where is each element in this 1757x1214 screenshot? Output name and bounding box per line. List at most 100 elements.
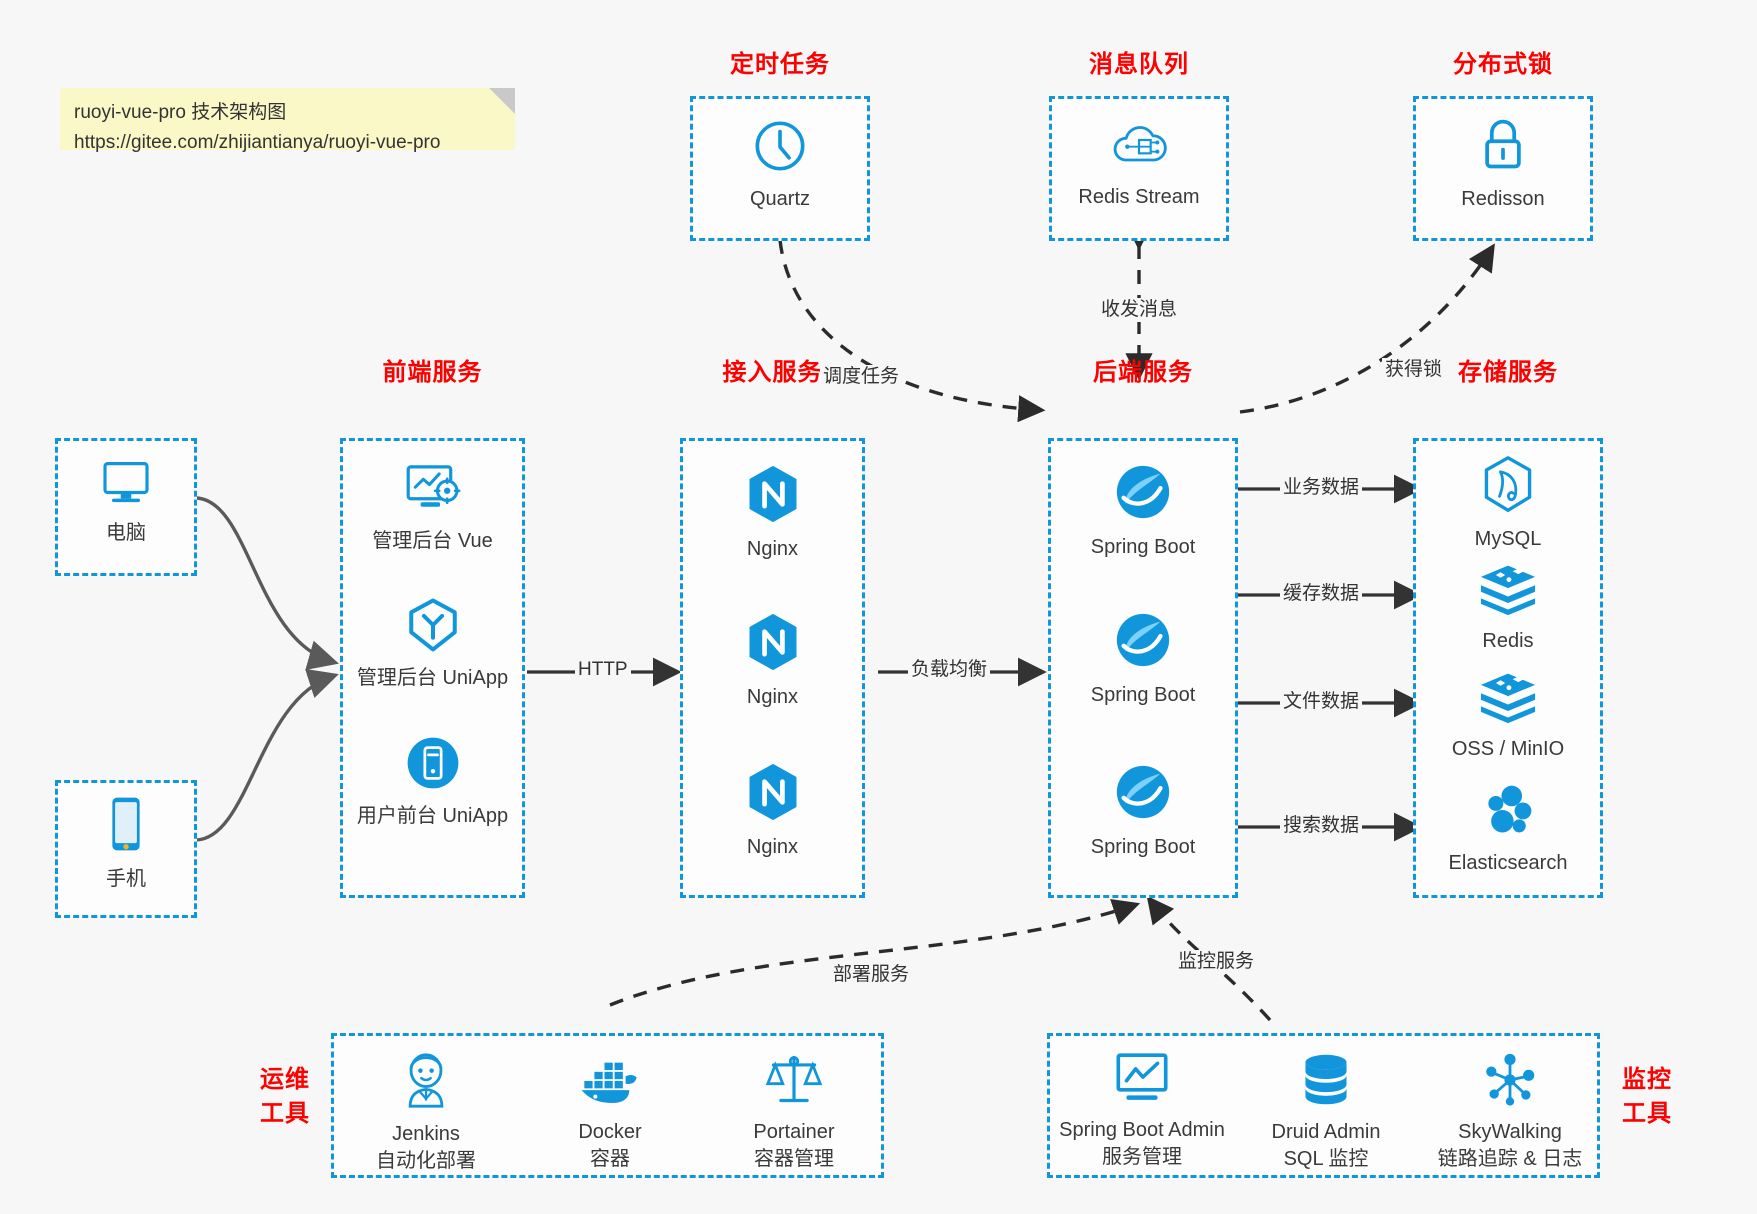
node-label: Portainer (753, 1121, 835, 1143)
node-nginx-2[interactable]: Nginx (683, 611, 862, 711)
node-quartz[interactable]: Quartz (693, 117, 867, 213)
node-label: Quartz (749, 188, 811, 210)
note-line-title: ruoyi-vue-pro 技术架构图 (74, 102, 287, 123)
group-box-frontend[interactable]: 管理后台 Vue 管理后台 UniApp 用户前台 UniApp (340, 438, 525, 898)
admin-dashboard-icon (402, 461, 464, 522)
node-desktop[interactable]: 电脑 (58, 455, 194, 547)
node-label: Redis Stream (1078, 186, 1200, 208)
spring-boot-icon (1112, 761, 1174, 828)
edge-label-http: HTTP (575, 658, 631, 682)
oss-minio-icon (1477, 669, 1539, 730)
group-box-gateway[interactable]: Nginx Nginx Nginx (680, 438, 865, 898)
mobile-icon (106, 793, 146, 860)
node-portainer[interactable]: Portainer 容器管理 (702, 1050, 886, 1173)
redis-icon (1477, 561, 1539, 622)
cloud-stream-icon (1109, 117, 1169, 178)
node-nginx-3[interactable]: Nginx (683, 761, 862, 861)
node-label: 管理后台 UniApp (356, 667, 509, 689)
edge-label-search-data: 搜索数据 (1280, 814, 1363, 838)
node-sublabel: 自动化部署 (376, 1150, 476, 1172)
node-spring-boot-2[interactable]: Spring Boot (1051, 609, 1235, 709)
node-mobile[interactable]: 手机 (58, 793, 194, 893)
desktop-icon (98, 455, 154, 514)
node-label: Spring Boot (1090, 536, 1196, 558)
node-elasticsearch[interactable]: Elasticsearch (1416, 781, 1600, 877)
uniapp-shield-icon (404, 596, 462, 659)
group-title-frontend: 前端服务 (382, 359, 483, 386)
mobile-circle-icon (404, 734, 462, 797)
node-label: OSS / MinIO (1451, 738, 1565, 760)
group-box-lock[interactable]: Redisson (1413, 96, 1593, 241)
spring-boot-icon (1112, 609, 1174, 676)
note-fold-corner (489, 88, 515, 114)
monitor-chart-icon (1111, 1050, 1173, 1111)
group-title-backend: 后端服务 (1093, 359, 1193, 386)
group-title-mq: 消息队列 (1089, 51, 1189, 78)
node-label: Spring Boot (1090, 836, 1196, 858)
node-docker[interactable]: Docker 容器 (518, 1054, 702, 1173)
clock-icon (751, 117, 809, 180)
note-callout: ruoyi-vue-pro 技术架构图 https://gitee.com/zh… (60, 88, 515, 153)
node-admin-uniapp[interactable]: 管理后台 UniApp (343, 596, 522, 692)
edge-label-monitor-service: 监控服务 (1175, 950, 1258, 974)
node-druid-admin[interactable]: Druid Admin SQL 监控 (1234, 1052, 1418, 1173)
group-title-monitor-line1: 监控 (1622, 1066, 1672, 1093)
node-sublabel: 容器 (590, 1148, 630, 1170)
node-spring-boot-admin[interactable]: Spring Boot Admin 服务管理 (1050, 1050, 1234, 1171)
node-label: Druid Admin (1271, 1121, 1381, 1143)
node-label: Spring Boot Admin (1059, 1119, 1225, 1141)
node-nginx-1[interactable]: Nginx (683, 463, 862, 563)
node-label: Jenkins (392, 1123, 460, 1145)
group-box-device-mobile[interactable]: 手机 (55, 780, 197, 918)
node-label: Nginx (746, 836, 799, 858)
node-label: Spring Boot (1090, 684, 1196, 706)
node-spring-boot-3[interactable]: Spring Boot (1051, 761, 1235, 861)
group-box-device-desktop[interactable]: 电脑 (55, 438, 197, 576)
node-redis-stream[interactable]: Redis Stream (1052, 117, 1226, 211)
edge-label-cache-data: 缓存数据 (1280, 582, 1363, 606)
node-skywalking[interactable]: SkyWalking 链路追踪 & 日志 (1418, 1052, 1602, 1173)
group-box-devops[interactable]: Jenkins 自动化部署 Docker (331, 1033, 884, 1178)
node-oss-minio[interactable]: OSS / MinIO (1416, 669, 1600, 763)
group-box-monitor[interactable]: Spring Boot Admin 服务管理 Druid Admin SQL 监… (1047, 1033, 1600, 1178)
node-label: Redis (1482, 630, 1534, 652)
node-label: 管理后台 Vue (372, 530, 493, 552)
node-redis[interactable]: Redis (1416, 561, 1600, 655)
node-user-uniapp[interactable]: 用户前台 UniApp (343, 734, 522, 830)
node-label: Nginx (746, 686, 799, 708)
group-box-backend[interactable]: Spring Boot Spring Boot Spring Boot (1048, 438, 1238, 898)
node-sublabel: 服务管理 (1102, 1146, 1182, 1168)
node-jenkins[interactable]: Jenkins 自动化部署 (334, 1050, 518, 1175)
node-admin-vue[interactable]: 管理后台 Vue (343, 461, 522, 555)
group-box-mq[interactable]: Redis Stream (1049, 96, 1229, 241)
node-label: 电脑 (106, 522, 146, 544)
nginx-icon (743, 611, 803, 678)
docker-icon (577, 1054, 643, 1113)
group-box-scheduler[interactable]: Quartz (690, 96, 870, 241)
elasticsearch-icon (1479, 781, 1537, 844)
edge-label-acquire-lock: 获得锁 (1382, 358, 1446, 382)
jenkins-icon (397, 1050, 455, 1115)
node-label: SkyWalking (1458, 1121, 1562, 1143)
edge-label-business-data: 业务数据 (1280, 476, 1363, 500)
spring-boot-icon (1112, 461, 1174, 528)
node-label: 手机 (106, 868, 146, 890)
node-label: Redisson (1461, 188, 1545, 210)
lock-icon (1475, 115, 1531, 180)
group-title-scheduler: 定时任务 (730, 51, 830, 78)
group-box-storage[interactable]: MySQL Redis (1413, 438, 1603, 898)
node-label: Nginx (746, 538, 799, 560)
node-label: 用户前台 UniApp (356, 805, 509, 827)
mysql-icon (1479, 455, 1537, 520)
group-title-devops: 运维 工具 (250, 1063, 320, 1131)
node-sublabel: 链路追踪 & 日志 (1437, 1148, 1583, 1170)
group-title-devops-line1: 运维 (260, 1066, 310, 1093)
node-sublabel: 容器管理 (754, 1148, 834, 1170)
group-title-devops-line2: 工具 (260, 1100, 310, 1127)
group-title-monitor-line2: 工具 (1622, 1100, 1672, 1127)
node-label: MySQL (1474, 528, 1542, 550)
node-spring-boot-1[interactable]: Spring Boot (1051, 461, 1235, 561)
node-redisson[interactable]: Redisson (1416, 115, 1590, 213)
node-mysql[interactable]: MySQL (1416, 455, 1600, 553)
